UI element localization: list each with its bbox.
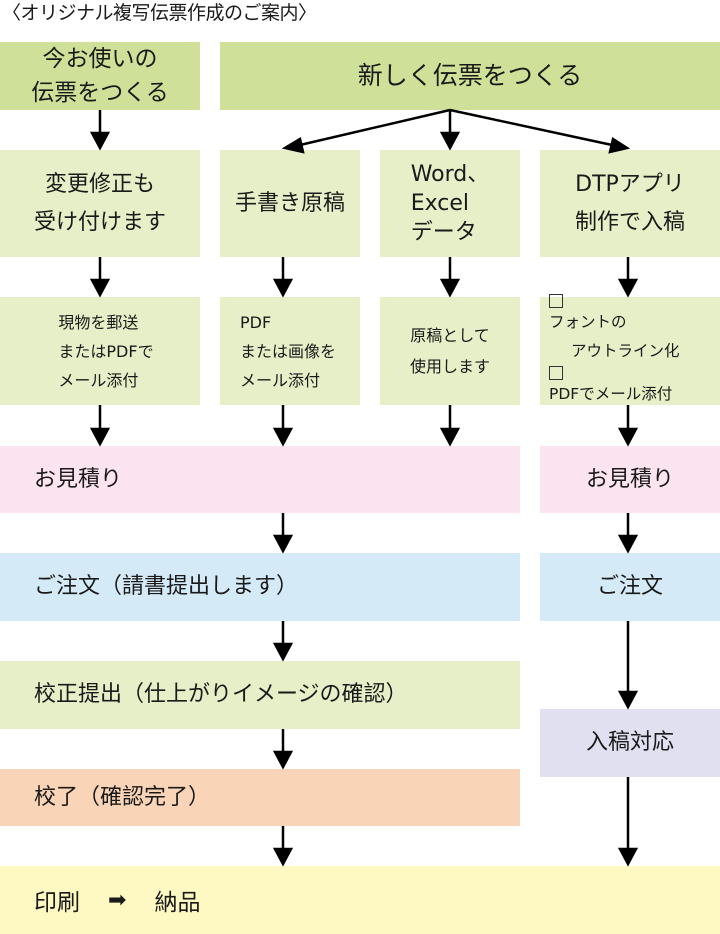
checklist-item: フォントの bbox=[549, 293, 680, 337]
submission-line: メール添付 bbox=[240, 370, 321, 390]
checklist-item-continuation: アウトライン化 bbox=[571, 341, 680, 360]
final-box: 印刷 ➡ 納品 bbox=[0, 866, 720, 934]
arrow-new-to-office bbox=[439, 110, 461, 151]
arrow-existing-2 bbox=[89, 257, 111, 298]
dtp-handling-label: 入稿対応 bbox=[585, 730, 674, 755]
proof-label: 校正提出（仕上がりイメージの確認） bbox=[34, 682, 408, 707]
arrow-handwritten-1 bbox=[272, 257, 294, 298]
estimate-box: お見積り bbox=[0, 446, 520, 513]
source-line: DTPアプリ bbox=[575, 171, 685, 197]
arrow-dtp-order-handling bbox=[617, 621, 639, 710]
submission-line: メール添付 bbox=[58, 370, 139, 390]
submission-line: PDF bbox=[240, 312, 272, 332]
start-existing-line: 今お使いの bbox=[42, 46, 158, 72]
arrow-dtp-2 bbox=[617, 405, 639, 447]
source-line: 制作で入稿 bbox=[574, 209, 685, 235]
delivery-label: 納品 bbox=[154, 890, 201, 916]
dtp-order-box: ご注文 bbox=[540, 553, 720, 621]
proof-done-label: 校了（確認完了） bbox=[34, 784, 211, 810]
source-line: 手書き原稿 bbox=[234, 190, 345, 216]
estimate-label: お見積り bbox=[34, 466, 123, 492]
submission-line: 使用します bbox=[409, 357, 490, 376]
arrow-office-1 bbox=[439, 257, 461, 298]
dtp-estimate-box: お見積り bbox=[540, 446, 720, 513]
source-box-handwritten: 手書き原稿 bbox=[220, 150, 360, 257]
arrow-new-to-handwritten bbox=[281, 108, 451, 154]
order-label: ご注文（請書提出します） bbox=[34, 574, 299, 599]
submission-box-office: 原稿として 使用します bbox=[380, 297, 520, 405]
order-box: ご注文（請書提出します） bbox=[0, 553, 520, 621]
dtp-estimate-label: お見積り bbox=[585, 466, 674, 492]
source-line: Excel bbox=[410, 191, 469, 216]
arrow-proof-done bbox=[272, 729, 294, 770]
source-box-office: Word、 Excel データ bbox=[380, 150, 520, 257]
right-arrow-icon: ➡ bbox=[108, 887, 127, 913]
arrow-estimate-order bbox=[272, 513, 294, 554]
arrow-order-proof bbox=[272, 621, 294, 662]
dtp-handling-box: 入稿対応 bbox=[540, 709, 720, 777]
start-existing-box: 今お使いの 伝票をつくる bbox=[0, 42, 200, 110]
arrow-existing-1 bbox=[89, 110, 111, 151]
submission-line: または画像を bbox=[240, 341, 337, 361]
proof-box: 校正提出（仕上がりイメージの確認） bbox=[0, 661, 520, 729]
arrow-office-2 bbox=[439, 405, 461, 447]
page-title: 〈オリジナル複写伝票作成のご案内〉 bbox=[2, 2, 317, 24]
source-line: 受け付けます bbox=[33, 209, 166, 235]
start-existing-line: 伝票をつくる bbox=[31, 80, 169, 106]
arrow-handwritten-2 bbox=[272, 405, 294, 447]
start-new-box: 新しく伝票をつくる bbox=[220, 42, 720, 110]
checkbox-icon bbox=[549, 293, 563, 308]
arrow-done-final bbox=[272, 826, 294, 867]
arrow-dtp-1 bbox=[617, 257, 639, 298]
arrow-dtp-estimate-order bbox=[617, 513, 639, 554]
checkbox-icon bbox=[549, 365, 563, 380]
dtp-order-label: ご注文 bbox=[596, 574, 663, 599]
arrow-existing-3 bbox=[89, 405, 111, 447]
source-box-dtp: DTPアプリ 制作で入稿 bbox=[540, 150, 720, 257]
submission-box-existing: 現物を郵送 またはPDFで メール添付 bbox=[0, 297, 200, 405]
source-line: 変更修正も bbox=[44, 171, 155, 197]
source-line: データ bbox=[410, 220, 477, 245]
submission-line: またはPDFで bbox=[58, 341, 154, 361]
source-line: Word、 bbox=[410, 162, 490, 187]
submission-line: 原稿として bbox=[410, 326, 490, 345]
start-new-label: 新しく伝票をつくる bbox=[357, 61, 583, 90]
submission-line: 現物を郵送 bbox=[58, 312, 139, 332]
submission-box-handwritten: PDF または画像を メール添付 bbox=[220, 297, 360, 405]
arrow-dtp-handling-final bbox=[617, 777, 639, 867]
submission-box-dtp: フォントの アウトライン化 PDFでメール添付 bbox=[540, 293, 720, 405]
proof-done-box: 校了（確認完了） bbox=[0, 769, 520, 826]
checklist-item: PDFでメール添付 bbox=[549, 365, 680, 409]
print-label: 印刷 bbox=[34, 890, 80, 916]
source-box-existing: 変更修正も 受け付けます bbox=[0, 150, 200, 257]
arrow-new-to-dtp bbox=[449, 108, 631, 154]
